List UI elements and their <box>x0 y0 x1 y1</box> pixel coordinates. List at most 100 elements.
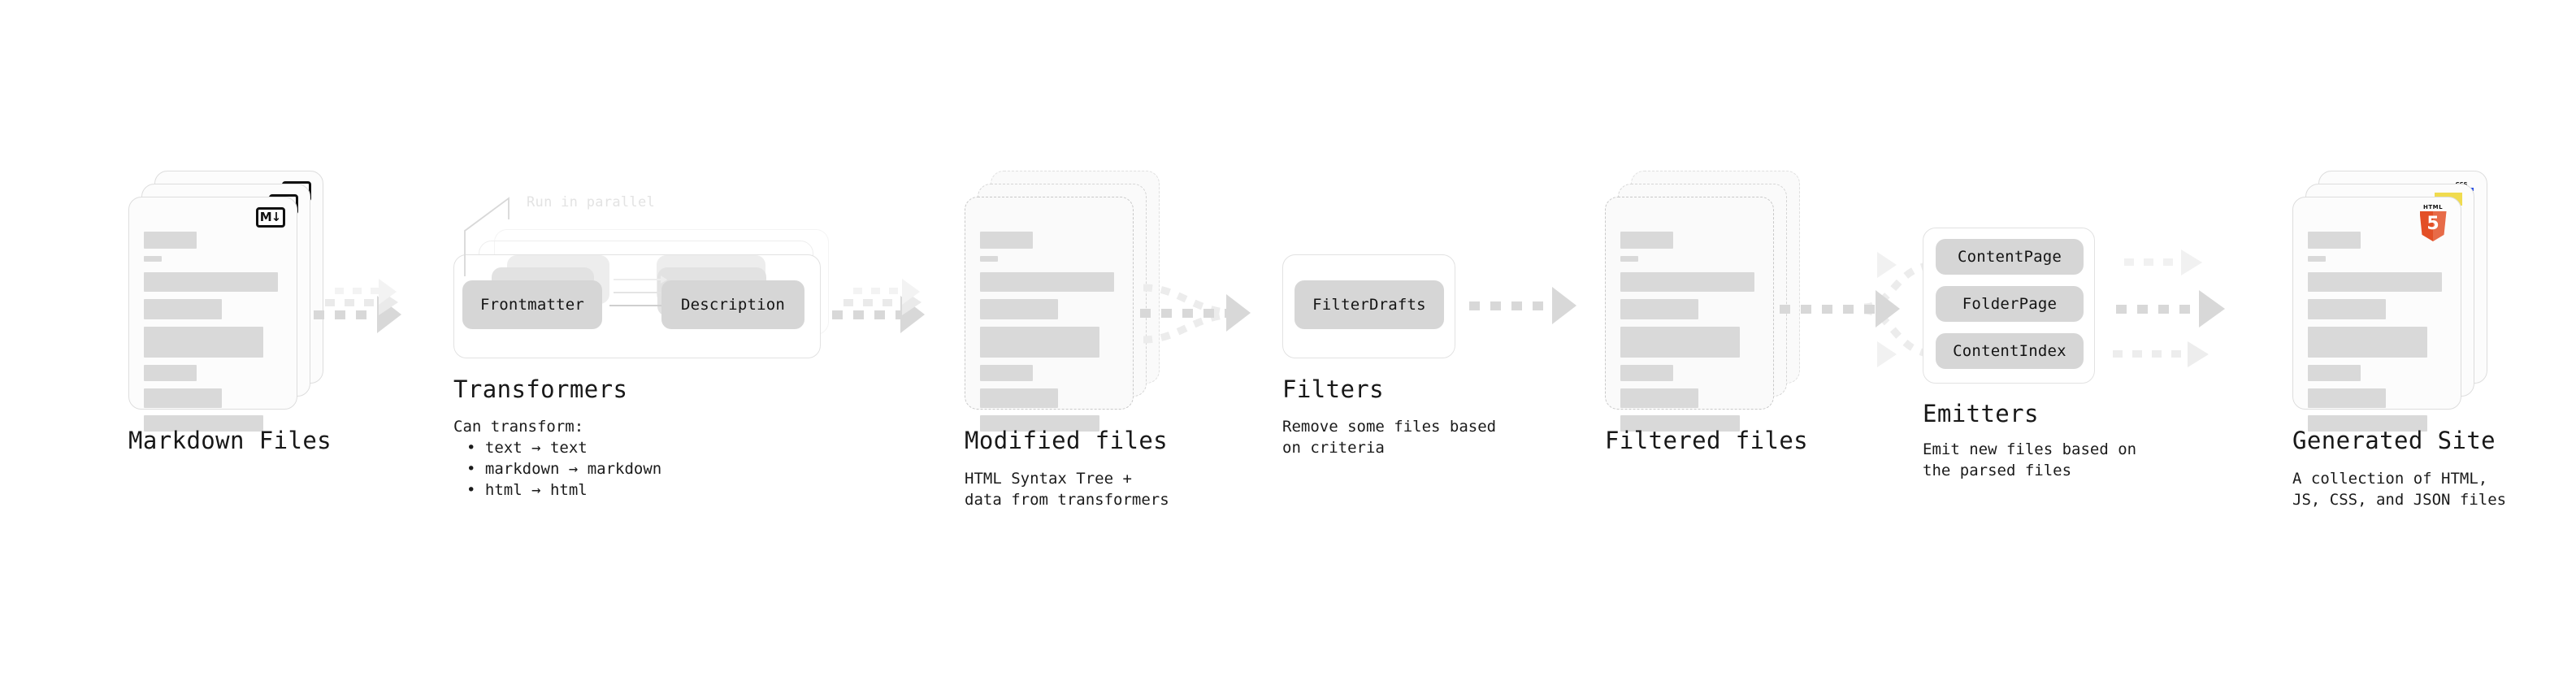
arrow-head <box>1876 290 1900 327</box>
placeholder-line <box>144 299 222 319</box>
arrow-head <box>2181 249 2202 275</box>
placeholder-line <box>2308 365 2361 381</box>
filtered-card-front <box>1605 197 1774 432</box>
arrow-head <box>2188 341 2209 367</box>
transformer-mini-arrow-2 <box>614 288 667 297</box>
emitter-node-contentpage[interactable]: ContentPage <box>1936 239 2084 275</box>
markdown-files-title: Markdown Files <box>128 427 332 454</box>
markdown-badge: M↓ <box>256 207 285 228</box>
placeholder-line <box>2308 256 2326 262</box>
placeholder-line <box>980 415 1099 432</box>
filter-node-filterdrafts-label: FilterDrafts <box>1312 296 1426 314</box>
placeholder-line <box>144 272 278 292</box>
arrow-dash-line <box>325 299 382 306</box>
placeholder-line <box>144 232 197 249</box>
placeholder-line <box>980 272 1114 292</box>
mini-arrow-shaft <box>609 305 668 306</box>
emitter-node-contentindex[interactable]: ContentIndex <box>1936 333 2084 369</box>
arrow-head <box>1877 252 1897 278</box>
markdown-badge-letter-3: M <box>259 210 272 224</box>
markdown-placeholder-lines <box>144 232 284 439</box>
placeholder-line <box>980 256 998 262</box>
placeholder-line <box>1620 299 1698 319</box>
arrow-dash-line <box>1780 305 1879 314</box>
markdown-badge-arrow-3: ↓ <box>271 210 282 224</box>
placeholder-line <box>980 327 1099 358</box>
placeholder-line <box>2308 327 2427 358</box>
placeholder-line <box>1620 365 1673 381</box>
transformer-node-description-label: Description <box>680 296 786 314</box>
transformers-desc-head: Can transform: <box>453 418 584 436</box>
placeholder-line <box>2308 299 2386 319</box>
filters-desc: Remove some files based on criteria <box>1282 418 1497 457</box>
placeholder-line <box>1620 327 1740 358</box>
modified-card-front <box>965 197 1134 432</box>
placeholder-line <box>2308 415 2427 432</box>
arrow-dash-line <box>1140 309 1231 318</box>
arrow-dash-line <box>2113 350 2191 358</box>
emitter-node-folderpage-label: FolderPage <box>1962 295 2058 313</box>
placeholder-line <box>2308 388 2386 408</box>
filters-title: Filters <box>1282 375 1385 403</box>
run-in-parallel-label: Run in parallel <box>527 194 656 210</box>
filtered-files-title: Filtered files <box>1605 427 1809 454</box>
generated-card-front-html: HTML 5 <box>2292 197 2461 432</box>
placeholder-line <box>144 388 222 408</box>
placeholder-line <box>980 365 1033 381</box>
html5-badge-caption: HTML <box>2422 204 2444 210</box>
modified-files-title: Modified files <box>965 427 1169 454</box>
placeholder-line <box>980 232 1033 249</box>
emitter-node-contentindex-label: ContentIndex <box>1953 342 2066 360</box>
generated-placeholder-lines <box>2308 232 2448 439</box>
transformer-mini-arrow-1 <box>609 301 669 310</box>
emitter-node-folderpage[interactable]: FolderPage <box>1936 286 2084 322</box>
placeholder-line <box>144 415 263 432</box>
filter-node-filterdrafts[interactable]: FilterDrafts <box>1295 280 1444 329</box>
transformer-node-frontmatter-label: Frontmatter <box>479 296 585 314</box>
transformers-title: Transformers <box>453 375 628 403</box>
placeholder-line <box>1620 232 1673 249</box>
placeholder-line <box>144 327 263 358</box>
placeholder-line <box>144 365 197 381</box>
html5-badge-number: 5 <box>2426 214 2439 234</box>
arrow-dash-line <box>335 288 382 294</box>
emitters-title: Emitters <box>1923 400 2039 427</box>
transformer-mini-arrow-3 <box>614 275 667 284</box>
placeholder-line <box>1620 256 1638 262</box>
generated-site-desc: A collection of HTML, JS, CSS, and JSON … <box>2292 470 2507 509</box>
arrow-dash-line <box>314 310 380 319</box>
arrow-head <box>1552 287 1576 324</box>
emitters-desc: Emit new files based on the parsed files <box>1923 440 2137 479</box>
modified-files-desc: HTML Syntax Tree + data from transformer… <box>965 470 1169 509</box>
transformers-bullet-3: • html → html <box>466 481 588 499</box>
transformers-bullet-2: • markdown → markdown <box>466 460 662 478</box>
arrow-emitters-to-generated <box>2113 236 2259 390</box>
transformers-bullet-1: • text → text <box>466 439 588 457</box>
arrow-head <box>1226 294 1251 332</box>
arrow-dash-line <box>2124 258 2184 266</box>
arrow-modified-to-filters <box>1134 268 1276 358</box>
arrow-head <box>2199 290 2225 327</box>
arrow-dash-line <box>853 288 904 294</box>
markdown-card-front: M↓ <box>128 197 297 432</box>
arrow-filters-to-filtered <box>1469 287 1591 324</box>
arrow-head <box>1877 341 1897 367</box>
filtered-placeholder-lines <box>1620 232 1760 439</box>
arrow-head <box>902 279 920 305</box>
placeholder-line <box>144 256 162 262</box>
run-in-parallel-bracket <box>464 197 510 276</box>
mini-arrow-shaft <box>614 279 666 280</box>
placeholder-line <box>1620 415 1740 432</box>
placeholder-line <box>2308 272 2442 292</box>
emitter-node-contentpage-label: ContentPage <box>1957 248 2062 266</box>
transformer-node-frontmatter[interactable]: Frontmatter <box>462 280 602 329</box>
mini-arrow-head <box>661 275 667 284</box>
arrow-markdown-to-transformers <box>314 276 411 341</box>
placeholder-line <box>2308 232 2361 249</box>
arrow-filtered-to-emitters <box>1773 236 1933 382</box>
placeholder-line <box>980 388 1058 408</box>
transformer-node-description[interactable]: Description <box>661 280 804 329</box>
arrow-dash-line <box>843 299 904 306</box>
placeholder-line <box>1620 388 1698 408</box>
